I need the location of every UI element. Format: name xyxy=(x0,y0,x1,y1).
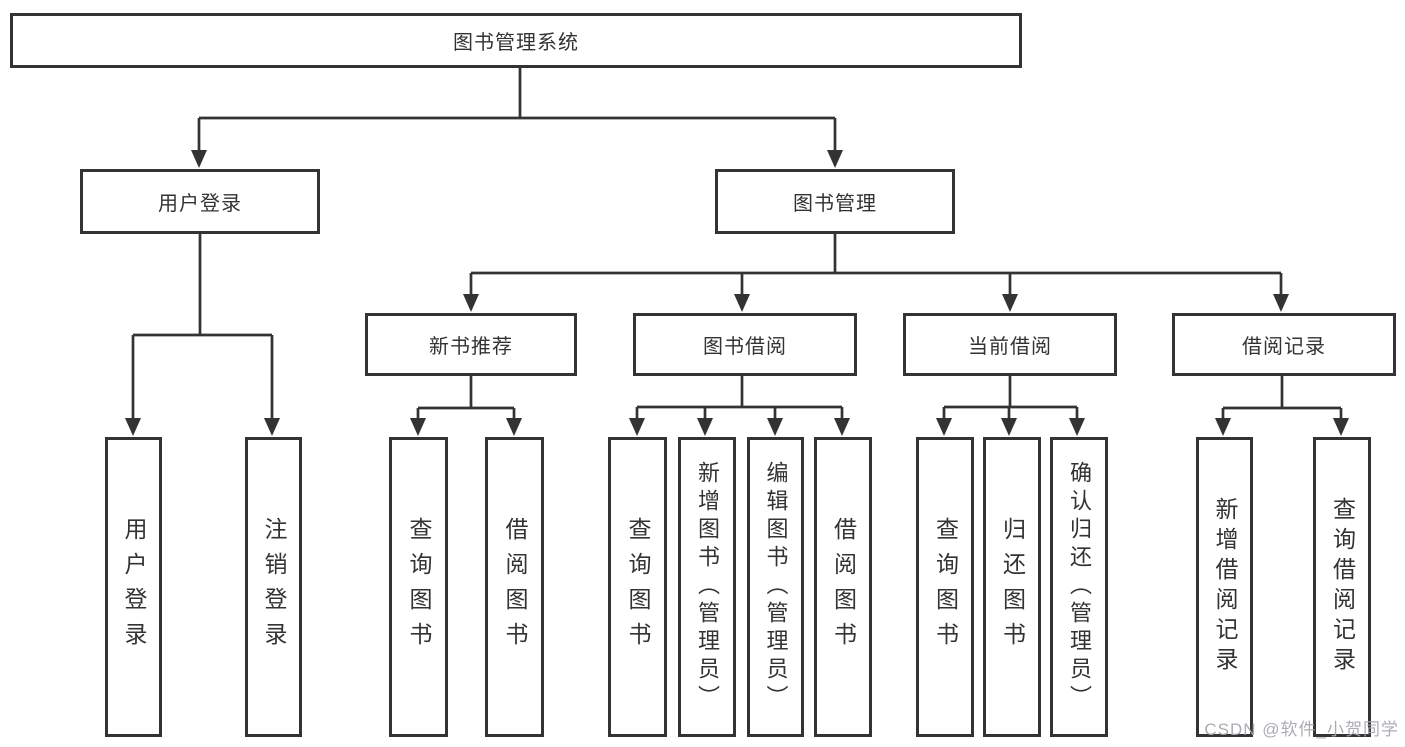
node-label: 查询借阅记录 xyxy=(1329,497,1356,677)
leaf-query-books-borrow: 查询图书 xyxy=(608,437,667,737)
leaf-user-login: 用户登录 xyxy=(105,437,162,737)
node-label: 新增借阅记录 xyxy=(1212,497,1238,677)
leaf-add-borrow-record: 新增借阅记录 xyxy=(1196,437,1253,737)
node-label: 查询图书 xyxy=(932,517,959,657)
node-user-login: 用户登录 xyxy=(80,169,320,234)
node-label: 图书借阅 xyxy=(703,336,787,358)
node-borrowing-records: 借阅记录 xyxy=(1172,313,1396,376)
node-label: 查询图书 xyxy=(406,517,432,657)
leaf-logout: 注销登录 xyxy=(245,437,302,737)
node-label: 注销登录 xyxy=(261,517,287,657)
leaf-query-books-recommend: 查询图书 xyxy=(389,437,448,737)
node-label: 当前借阅 xyxy=(968,336,1052,358)
node-label: 查询图书 xyxy=(625,517,651,657)
node-label: 图书管理系统 xyxy=(453,32,579,54)
node-book-management: 图书管理 xyxy=(715,169,955,234)
node-label: 新书推荐 xyxy=(429,336,513,358)
csdn-watermark: CSDN @软件_小贺同学 xyxy=(1204,720,1399,739)
node-current-borrowing: 当前借阅 xyxy=(903,313,1117,376)
node-label: 用户登录 xyxy=(121,517,147,657)
leaf-query-borrow-record: 查询借阅记录 xyxy=(1313,437,1371,737)
leaf-query-books-current: 查询图书 xyxy=(916,437,974,737)
node-label: 图书管理 xyxy=(793,193,877,215)
leaf-borrow-books-recommend: 借阅图书 xyxy=(485,437,544,737)
node-book-borrowing: 图书借阅 xyxy=(633,313,857,376)
node-label: 编辑图书（管理员） xyxy=(763,461,789,713)
node-new-book-recommendation: 新书推荐 xyxy=(365,313,577,376)
node-library-management-system: 图书管理系统 xyxy=(10,13,1022,68)
leaf-edit-book-admin: 编辑图书（管理员） xyxy=(747,437,804,737)
node-label: 确认归还（管理员） xyxy=(1067,461,1092,713)
leaf-return-books: 归还图书 xyxy=(983,437,1041,737)
node-label: 借阅图书 xyxy=(502,517,528,657)
node-label: 用户登录 xyxy=(158,193,242,215)
node-label: 借阅图书 xyxy=(830,517,857,657)
node-label: 借阅记录 xyxy=(1242,336,1326,358)
leaf-confirm-return-admin: 确认归还（管理员） xyxy=(1050,437,1108,737)
leaf-borrow-books: 借阅图书 xyxy=(814,437,872,737)
node-label: 新增图书（管理员） xyxy=(695,461,720,713)
node-label: 归还图书 xyxy=(999,517,1026,657)
arrowheads xyxy=(125,150,1349,436)
leaf-add-book-admin: 新增图书（管理员） xyxy=(678,437,736,737)
